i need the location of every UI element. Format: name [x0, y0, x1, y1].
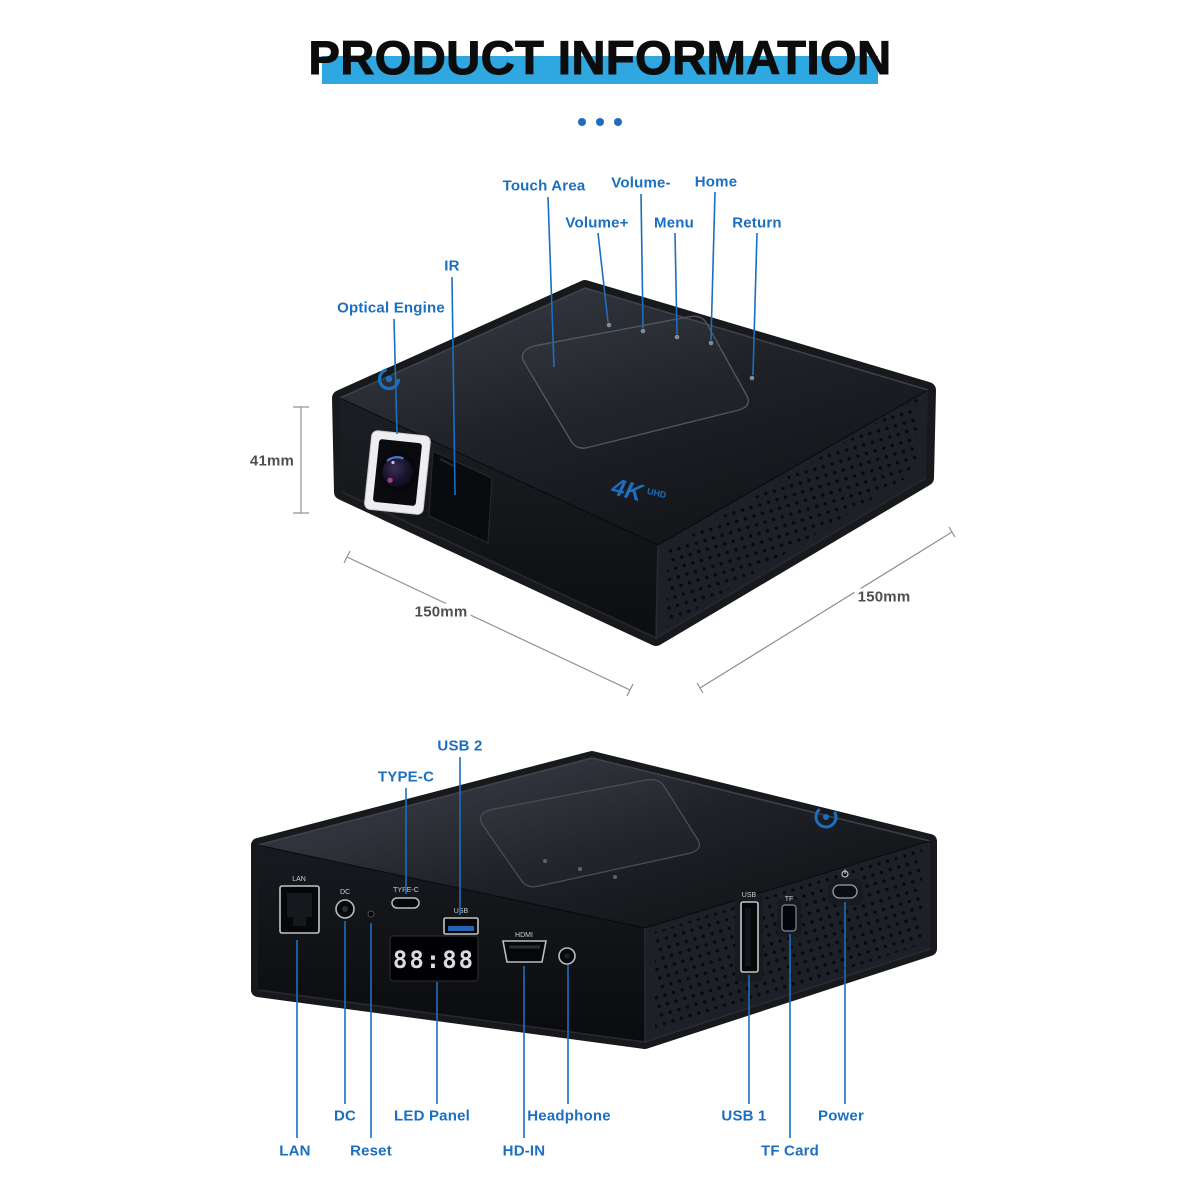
leader-lines	[296, 191, 846, 1138]
hdmi-port	[502, 940, 547, 963]
side-ports	[735, 879, 862, 981]
usb2-port	[443, 917, 479, 935]
title-highlight-bar	[322, 56, 878, 84]
svg-text:UHD: UHD	[646, 486, 668, 501]
optical-engine-lens	[364, 430, 431, 515]
reset-hole	[367, 910, 375, 918]
power-icon	[841, 869, 849, 878]
touch-area-pad-rear	[479, 778, 701, 888]
volume-minus-touch-icon	[640, 328, 646, 334]
led-display: 88:88	[393, 946, 475, 974]
projector-rear-view: 88:88 LAN DC	[251, 751, 937, 1049]
dc-jack	[335, 899, 355, 919]
volume-plus-touch-icon	[606, 322, 612, 328]
type-c-port	[391, 897, 420, 909]
dot-icon	[596, 118, 604, 126]
tf-marking: TF	[785, 896, 794, 903]
menu-touch-icon	[674, 334, 680, 340]
device-top-face	[340, 288, 928, 545]
touch-buttons-rear	[543, 859, 617, 879]
dot-icon	[614, 118, 622, 126]
rear-ports: 88:88	[279, 885, 576, 982]
touch-area-pad	[521, 315, 750, 449]
lan-marking: LAN	[292, 876, 306, 883]
usb1-port	[740, 901, 759, 973]
decorative-dots	[0, 113, 1200, 131]
dot-icon	[578, 118, 586, 126]
headphone-jack	[558, 947, 576, 965]
brand-logo-swirl-icon	[377, 367, 401, 391]
return-touch-icon	[749, 375, 755, 381]
touch-buttons	[606, 322, 755, 381]
tf-card-slot	[781, 904, 797, 932]
power-button	[832, 884, 858, 899]
dimension-lines	[293, 406, 956, 697]
dc-marking: DC	[340, 889, 350, 896]
led-panel: 88:88	[389, 935, 479, 982]
lan-port	[279, 885, 320, 934]
projector-top-view: 4K UHD	[332, 280, 936, 646]
page-title: PRODUCT INFORMATION	[308, 30, 892, 84]
usb-marking: USB	[454, 908, 469, 915]
ir-window	[428, 450, 493, 544]
header: PRODUCT INFORMATION	[0, 30, 1200, 85]
usb-side-marking: USB	[742, 892, 757, 899]
home-touch-icon	[708, 340, 714, 346]
hdmi-marking: HDMI	[515, 932, 533, 939]
brand-logo-swirl-rear-icon	[814, 805, 838, 829]
